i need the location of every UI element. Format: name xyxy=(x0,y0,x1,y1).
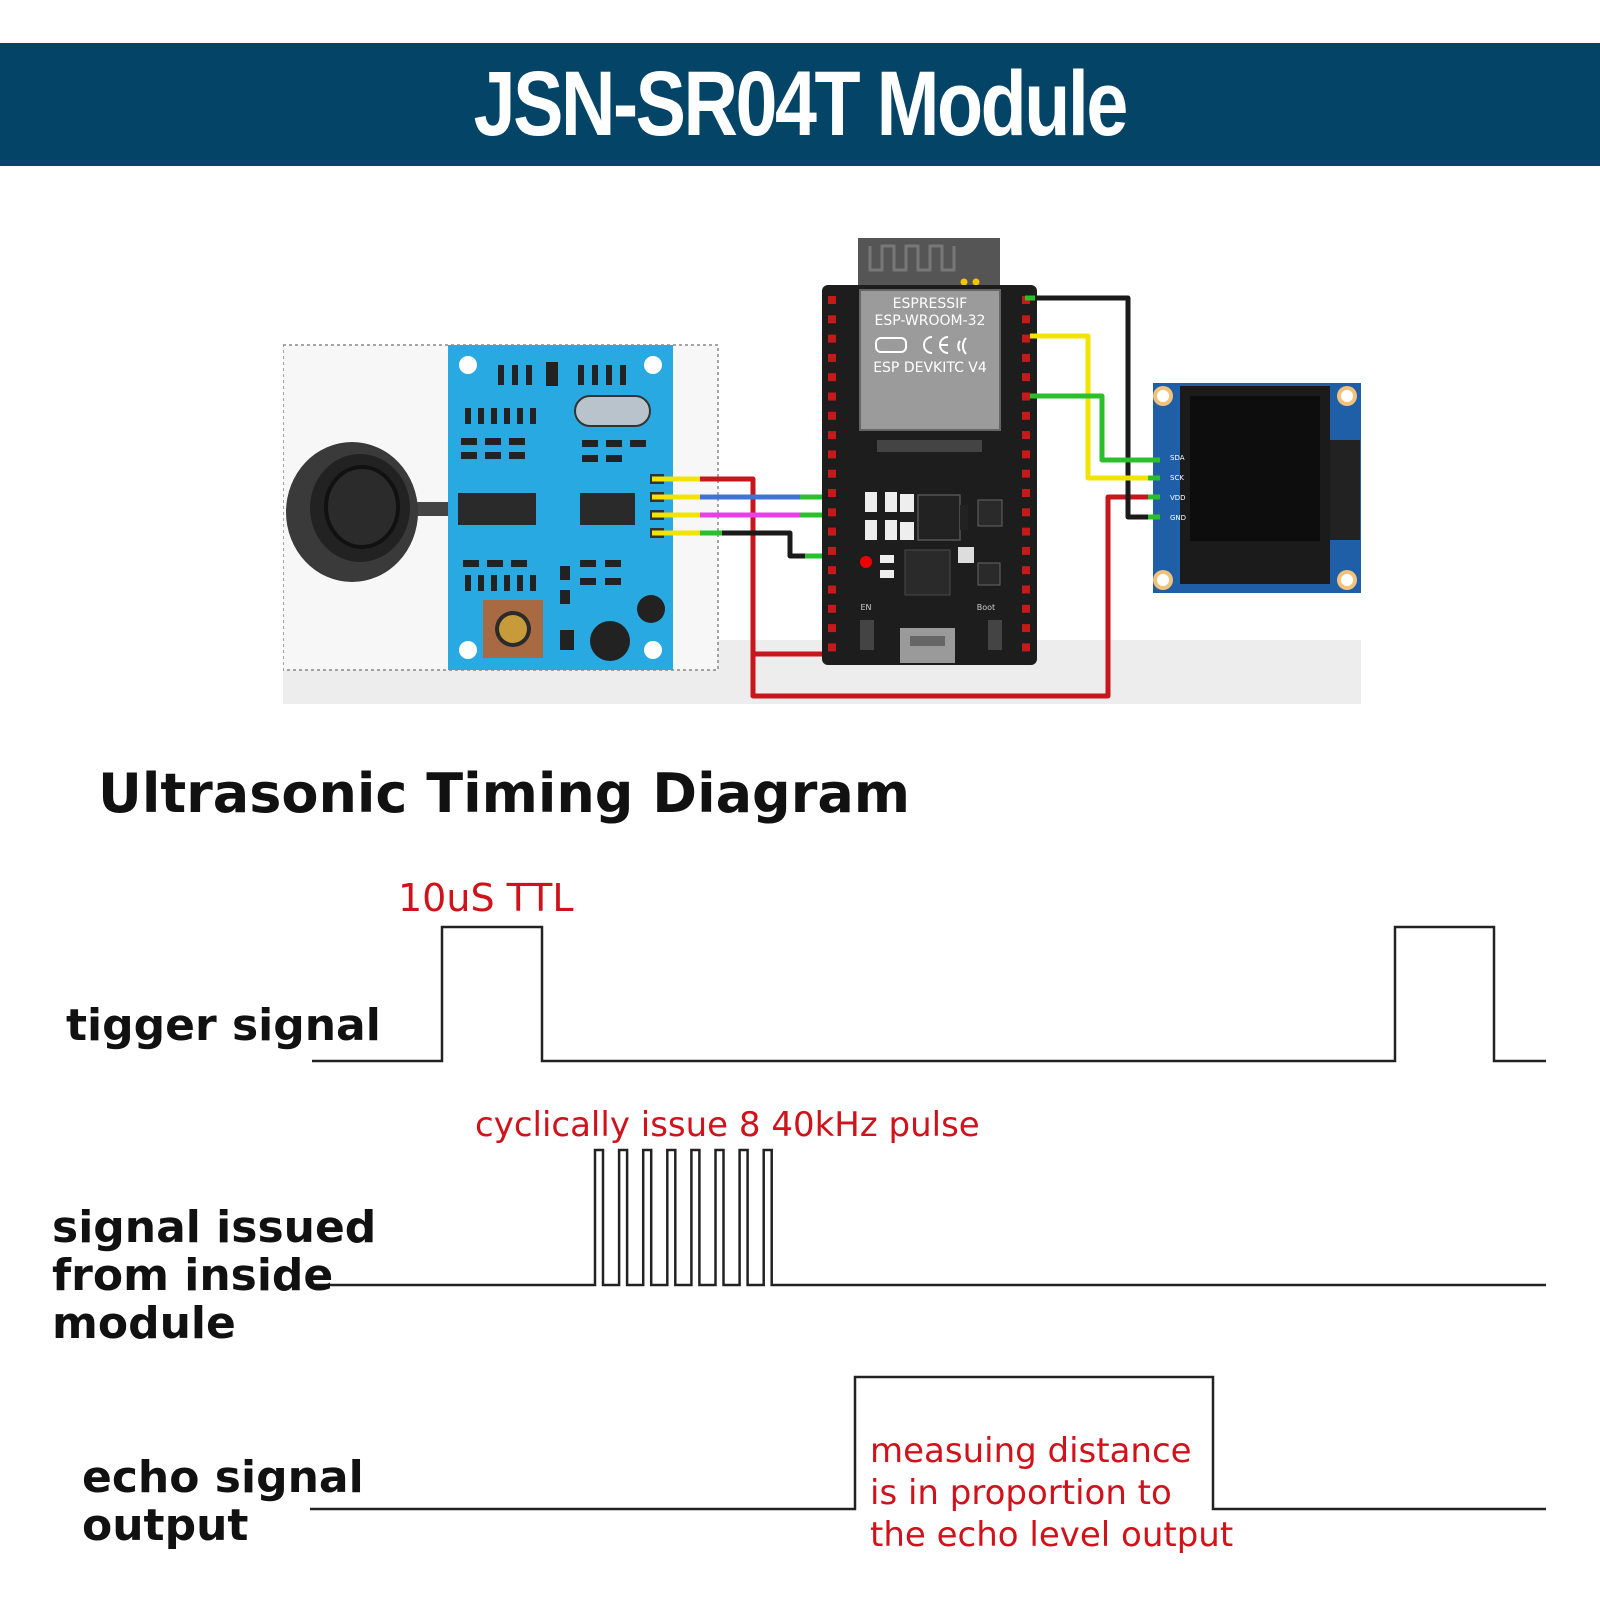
pin-hole xyxy=(1022,508,1030,517)
oled-pin-gnd-label: GND xyxy=(1170,514,1186,522)
pin-hole xyxy=(828,431,836,440)
pin-hole xyxy=(1022,315,1030,324)
pin-hole xyxy=(828,489,836,497)
pin-hole xyxy=(828,392,836,401)
oled-pin-sda-label: SDA xyxy=(1170,454,1185,462)
board-model-label: ESP-WROOM-32 xyxy=(875,313,986,329)
wire-sensor-vcc xyxy=(655,476,822,657)
pin-hole xyxy=(1022,392,1030,401)
wire-oled-vdd xyxy=(750,494,1158,699)
pin-hole xyxy=(1022,450,1030,459)
pin-hole xyxy=(1022,353,1030,362)
pin-hole xyxy=(828,411,836,420)
echo-note-line2: is in proportion to xyxy=(870,1473,1172,1513)
ultrasonic-transducer-icon xyxy=(286,442,455,582)
pin-hole xyxy=(1022,585,1030,594)
pin-hole xyxy=(828,566,836,575)
pin-hole xyxy=(828,469,836,478)
pin-hole xyxy=(828,643,836,652)
internal-signal-label-line3: module xyxy=(52,1298,236,1349)
esp32-board: ESPRESSIF ESP-WROOM-32 ESP DEVKITC V4 E xyxy=(822,238,1037,665)
echo-signal-label-line2: output xyxy=(82,1500,249,1551)
certification-icon xyxy=(875,336,967,355)
echo-note-line3: the echo level output xyxy=(870,1515,1234,1555)
boot-button-label: Boot xyxy=(977,603,995,612)
pin-hole xyxy=(1022,566,1030,575)
pin-hole xyxy=(828,604,836,613)
pin-hole xyxy=(828,546,836,555)
pin-hole xyxy=(828,353,836,362)
pin-hole xyxy=(1022,489,1030,497)
board-devkit-label: ESP DEVKITC V4 xyxy=(873,360,987,376)
pin-hole xyxy=(1022,411,1030,420)
wire-oled-sda xyxy=(1030,393,1158,463)
timing-waveforms xyxy=(310,925,1546,1511)
pin-hole xyxy=(828,450,836,459)
title-banner: JSN-SR04T Module xyxy=(0,43,1600,166)
trigger-signal-label: tigger signal xyxy=(66,1000,381,1051)
pin-hole xyxy=(1022,334,1030,343)
internal-signal-label-line1: signal issued xyxy=(52,1202,377,1253)
echo-waveform xyxy=(310,1375,1546,1511)
sensor-pcb xyxy=(448,345,673,670)
pin-hole xyxy=(1022,431,1030,440)
oled-pin-sck-label: SCK xyxy=(1170,474,1184,482)
wire-oled-sck xyxy=(1030,333,1158,481)
en-button-label: EN xyxy=(860,603,871,612)
pin-hole xyxy=(828,296,836,304)
pin-hole xyxy=(828,373,836,382)
page-title: JSN-SR04T Module xyxy=(473,53,1129,155)
pin-hole xyxy=(828,585,836,594)
wiring-diagram: ESPRESSIF ESP-WROOM-32 ESP DEVKITC V4 E xyxy=(283,238,1361,704)
pin-hole xyxy=(1022,469,1030,478)
pin-hole xyxy=(828,315,836,324)
timing-diagram-title: Ultrasonic Timing Diagram xyxy=(98,762,911,825)
internal-signal-label-line2: from inside xyxy=(52,1250,334,1301)
pin-hole xyxy=(828,624,836,633)
pin-hole xyxy=(1022,624,1030,633)
pin-hole xyxy=(828,334,836,343)
left-pin-header xyxy=(828,296,836,652)
pin-hole xyxy=(828,527,836,536)
trigger-waveform xyxy=(312,925,1546,1063)
oled-pin-vdd-label: VDD xyxy=(1170,494,1186,502)
board-maker-label: ESPRESSIF xyxy=(893,296,968,312)
trigger-pulse-note: 10uS TTL xyxy=(398,876,574,920)
pin-hole xyxy=(828,508,836,517)
wire-oled-gnd xyxy=(1030,295,1158,520)
oled-display: SDA SCK VDD GND xyxy=(1153,383,1361,593)
pin-hole xyxy=(1022,604,1030,613)
pin-hole xyxy=(1022,546,1030,555)
echo-signal-label-line1: echo signal xyxy=(82,1452,364,1503)
pin-hole xyxy=(1022,643,1030,652)
pin-hole xyxy=(1022,373,1030,382)
echo-note-line1: measuing distance xyxy=(870,1431,1192,1471)
burst-note: cyclically issue 8 40kHz pulse xyxy=(475,1105,980,1145)
internal-burst-waveform xyxy=(312,1148,1546,1287)
pin-hole xyxy=(1022,527,1030,536)
